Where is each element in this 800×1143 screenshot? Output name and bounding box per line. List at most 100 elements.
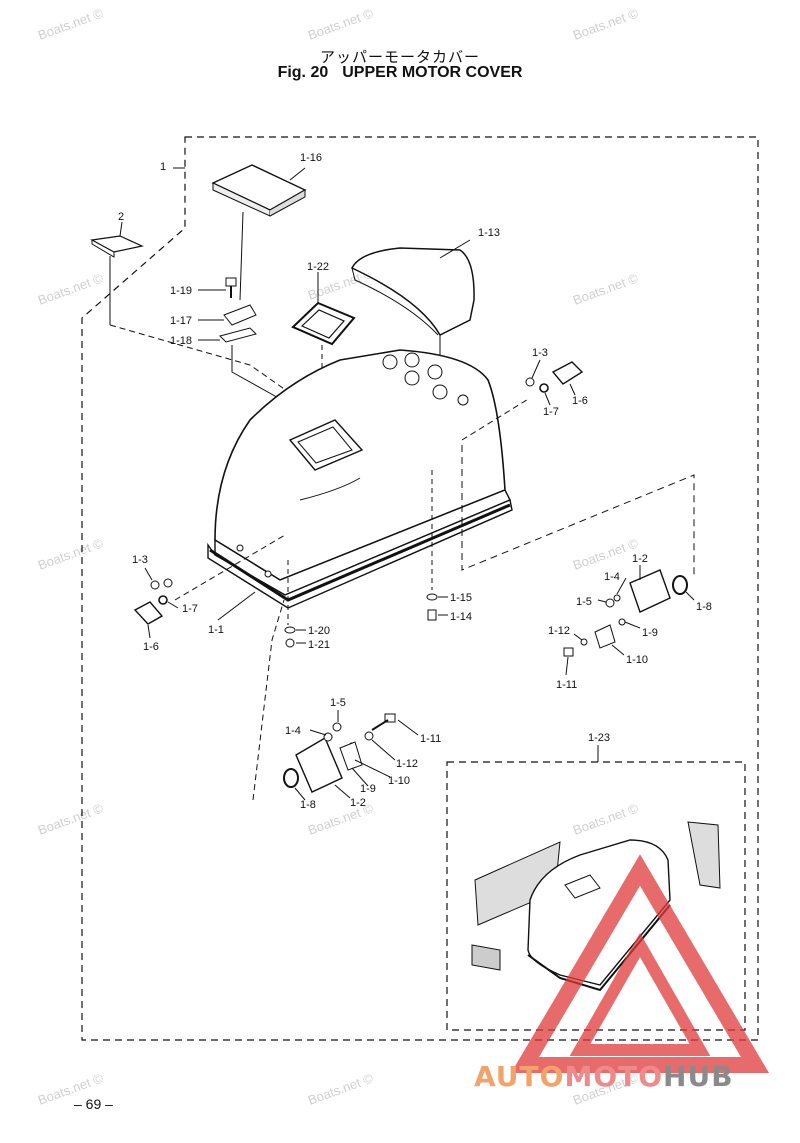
label-1-12: 1-12: [396, 758, 418, 770]
title-japanese: アッパーモータカバー: [319, 48, 480, 66]
decal-2: [90, 235, 144, 253]
label-1-13: 1-13: [478, 227, 500, 239]
plate-1-16: [211, 164, 307, 217]
brand-logo-triangle: [510, 854, 770, 1073]
latch-hook-left: [133, 578, 173, 625]
label-1-2: 1-2: [632, 553, 648, 565]
label-1-21: 1-21: [308, 639, 330, 651]
leader-line: [611, 644, 625, 656]
label-1-8: 1-8: [696, 601, 712, 613]
label-1-6: 1-6: [143, 641, 159, 653]
upper-motor-cover-body: [207, 349, 513, 609]
label-1-2: 1-2: [350, 797, 366, 809]
leader-line: [119, 221, 123, 237]
nut-1-21: [285, 638, 295, 648]
inset-outline-1-23: [446, 761, 746, 1031]
label-1-8: 1-8: [300, 799, 316, 811]
leader-line: [167, 601, 179, 609]
leader-line: [294, 787, 306, 801]
cover-cap-1-13: [350, 239, 475, 336]
leader-line: [334, 784, 351, 799]
label-1-7: 1-7: [543, 406, 559, 418]
watermark: Boats.net ©: [571, 800, 641, 838]
leader-line: [354, 759, 391, 778]
leader-line: [565, 656, 569, 676]
label-1-19: 1-19: [170, 285, 192, 297]
watermark: Boats.net ©: [571, 270, 641, 308]
leader-line: [597, 599, 607, 603]
label-1-11: 1-11: [556, 679, 577, 691]
leader-line: [573, 633, 583, 641]
label-1-3: 1-3: [532, 347, 548, 359]
leader-line: [144, 567, 153, 581]
washer-1-20: [284, 626, 296, 634]
part-labels: 1 2 1-16 1-13 1-22 1-19 1-17 1-18 1-3 1-…: [118, 152, 712, 811]
label-1-3: 1-3: [132, 554, 148, 566]
label-1-22: 1-22: [307, 261, 329, 273]
hardware-1-17-1-19: [219, 277, 257, 343]
watermark: Boats.net ©: [36, 535, 106, 573]
label-1-9: 1-9: [642, 627, 658, 639]
leader-line: [616, 577, 627, 595]
label-1-12: 1-12: [548, 625, 570, 637]
label-1-5: 1-5: [330, 697, 346, 709]
label-1-11: 1-11: [420, 733, 441, 745]
leader-line: [109, 324, 301, 440]
leader-line: [624, 621, 641, 629]
leader-line: [174, 534, 286, 601]
latch-hook-upper: [525, 361, 584, 393]
label-1-9: 1-9: [360, 783, 376, 795]
brand-part: AUTO: [474, 1060, 565, 1093]
watermark: Boats.net ©: [571, 535, 641, 573]
label-1-16: 1-16: [300, 152, 322, 164]
brand-wordmark: AUTOMOTOHUB: [474, 1060, 734, 1093]
leader-line: [397, 719, 419, 736]
watermark: Boats.net ©: [306, 1070, 376, 1108]
watermark: Boats.net ©: [36, 270, 106, 308]
label-1: 1: [160, 161, 166, 173]
grip-1-22: [291, 301, 356, 346]
label-1-20: 1-20: [308, 625, 330, 637]
watermark: Boats.net ©: [306, 5, 376, 43]
leader-line: [544, 392, 551, 406]
leader-line: [217, 591, 256, 621]
label-1-15: 1-15: [450, 592, 472, 604]
figure-caption: UPPER MOTOR COVER: [342, 64, 523, 81]
leader-line: [309, 729, 327, 736]
bracket-1-2-right: [563, 569, 688, 657]
label-1-10: 1-10: [388, 775, 410, 787]
label-1-14: 1-14: [450, 611, 472, 623]
leader-line: [351, 767, 369, 787]
label-1-10: 1-10: [626, 654, 648, 666]
figure-title: Fig. 20 UPPER MOTOR COVER: [0, 64, 800, 82]
bracket-1-2-lower: [283, 713, 396, 793]
watermark: Boats.net ©: [36, 5, 106, 43]
leader-line: [461, 397, 531, 441]
brand-part: HUB: [663, 1060, 734, 1093]
assembly-outline-1: [81, 136, 759, 1041]
leader-line: [461, 445, 695, 575]
leader-line: [685, 591, 695, 601]
leader-line: [252, 599, 285, 801]
label-1-1: 1-1: [208, 624, 224, 636]
label-1-4: 1-4: [285, 725, 301, 737]
watermark: Boats.net ©: [36, 800, 106, 838]
page-number: – 69 –: [74, 1096, 113, 1112]
label-1-6: 1-6: [572, 395, 588, 407]
label-1-4: 1-4: [604, 571, 620, 583]
leader-line: [239, 211, 244, 301]
label-1-17: 1-17: [170, 315, 192, 327]
label-1-7: 1-7: [182, 603, 198, 615]
leader-line: [147, 624, 151, 639]
decal-set-1-23: [471, 821, 721, 992]
bolt-1-14: [426, 593, 438, 621]
brand-part: MOTO: [564, 1060, 664, 1093]
figure-number: Fig. 20: [277, 64, 329, 81]
watermark: Boats.net ©: [571, 5, 641, 43]
label-1-18: 1-18: [170, 335, 192, 347]
label-1-5: 1-5: [576, 596, 592, 608]
leader-line: [531, 359, 541, 379]
label-2: 2: [118, 211, 124, 223]
leader-line: [371, 739, 396, 761]
